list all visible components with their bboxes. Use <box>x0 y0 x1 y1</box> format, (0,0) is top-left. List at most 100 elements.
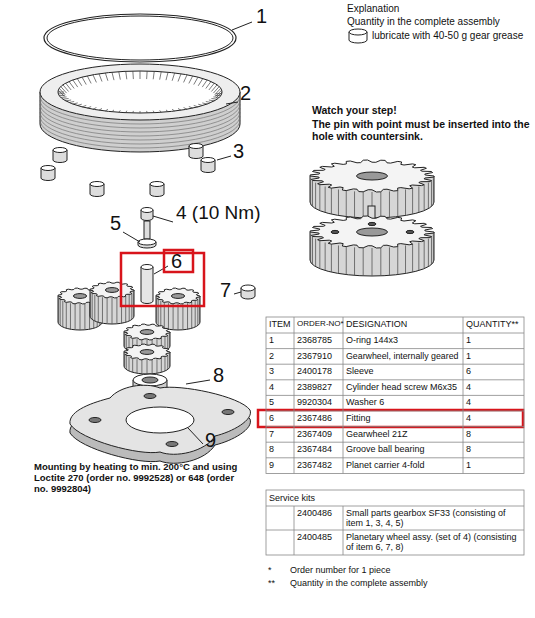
screw-head <box>141 208 153 221</box>
part-stroke <box>171 294 184 299</box>
table-cell: 2367409 <box>297 430 332 440</box>
part-stroke <box>310 234 311 262</box>
table-cell: 7 <box>269 430 274 440</box>
part-stroke <box>397 247 398 275</box>
part-stroke <box>424 241 425 269</box>
sleeve <box>150 182 164 197</box>
part-stroke <box>412 244 413 272</box>
table-cell: O-ring 144x3 <box>346 336 398 346</box>
table-line <box>266 506 524 507</box>
part-stroke <box>418 186 419 212</box>
part-stroke <box>112 110 114 112</box>
part-stroke <box>315 183 316 209</box>
part-stroke <box>84 304 85 330</box>
footnote-mark: ** <box>268 578 275 588</box>
part-stroke <box>380 192 381 218</box>
table-line <box>266 411 524 412</box>
part-stroke <box>75 304 76 330</box>
part-stroke <box>105 288 118 293</box>
part-stroke <box>90 282 134 298</box>
part-stroke <box>166 442 178 447</box>
callout-number: 1 <box>256 5 267 28</box>
callout-number: 5 <box>110 212 121 235</box>
part-stroke <box>338 245 339 273</box>
mounting-note: Mounting by heating to min. 200°C and us… <box>34 462 249 495</box>
table-cell: Sleeve <box>346 367 374 377</box>
callout-number: 2 <box>240 82 251 105</box>
part-stroke <box>140 111 141 113</box>
table-cell: 1 <box>466 461 471 471</box>
part-stroke <box>211 98 217 100</box>
part-stroke <box>73 103 78 104</box>
part-stroke <box>319 185 320 211</box>
part-stroke <box>126 355 127 369</box>
part-stroke <box>357 172 388 180</box>
table-line <box>266 426 524 427</box>
legend-text: lubricate with 40-50 g gear grease <box>372 30 523 42</box>
sleeve <box>90 182 104 197</box>
part-stroke <box>173 304 174 330</box>
part-stroke <box>80 304 81 330</box>
part-stroke <box>102 297 103 323</box>
part-stroke <box>98 296 99 322</box>
part-stroke <box>132 111 134 113</box>
sleeve <box>41 166 55 181</box>
part-stroke <box>325 242 326 270</box>
countersink <box>331 230 339 233</box>
planet-gear <box>124 344 170 374</box>
small-sleeve <box>241 285 255 299</box>
part-stroke <box>73 80 78 87</box>
part-stroke <box>372 248 373 276</box>
table-cell: 4 <box>269 383 274 393</box>
part-stroke <box>433 178 434 204</box>
part-stroke <box>61 96 67 98</box>
part-stroke <box>137 359 138 373</box>
part-stroke <box>140 330 154 335</box>
table-cell: 2400485 <box>297 532 332 542</box>
part-stroke <box>222 410 234 415</box>
part-stroke <box>160 110 162 112</box>
part-stroke <box>213 87 219 94</box>
table-line <box>266 333 524 334</box>
part-stroke <box>105 73 108 81</box>
highlight-frame <box>258 410 523 427</box>
table-cell: 9920304 <box>297 398 332 408</box>
table-cell: 2368785 <box>297 336 332 346</box>
part-stroke <box>169 334 170 348</box>
part-stroke <box>156 288 200 304</box>
table-grid <box>266 317 524 555</box>
part-stroke <box>213 96 219 98</box>
table-cell: 2 <box>269 352 274 362</box>
part-stroke <box>66 100 71 102</box>
table-line <box>343 506 344 555</box>
part-stroke <box>380 248 381 276</box>
table-line <box>266 395 524 396</box>
part-stroke <box>58 298 59 324</box>
part-stroke <box>107 298 108 324</box>
part-stroke <box>133 374 167 386</box>
part-stroke <box>405 245 406 273</box>
explanation-text: Quantity in the complete assembly <box>347 16 500 28</box>
part-stroke <box>156 359 157 373</box>
leader-lines <box>123 22 252 444</box>
leader-line <box>123 232 140 242</box>
table-header: QUANTITY** <box>466 320 519 330</box>
table-border <box>266 317 524 473</box>
part-stroke <box>310 160 434 192</box>
part-stroke <box>140 350 154 355</box>
part-stroke <box>354 247 355 275</box>
part-stroke <box>312 237 313 265</box>
callout-number: 3 <box>233 140 244 163</box>
part-stroke <box>331 188 332 214</box>
part-stroke <box>58 71 222 113</box>
part-stroke <box>153 71 154 79</box>
part-stroke <box>92 293 93 319</box>
part-stroke <box>69 102 74 103</box>
planet-gear <box>156 288 200 330</box>
part-stroke <box>119 110 121 112</box>
part-stroke <box>129 295 130 321</box>
part-stroke <box>40 64 240 120</box>
part-stroke <box>87 107 91 109</box>
part-stroke <box>161 358 162 372</box>
